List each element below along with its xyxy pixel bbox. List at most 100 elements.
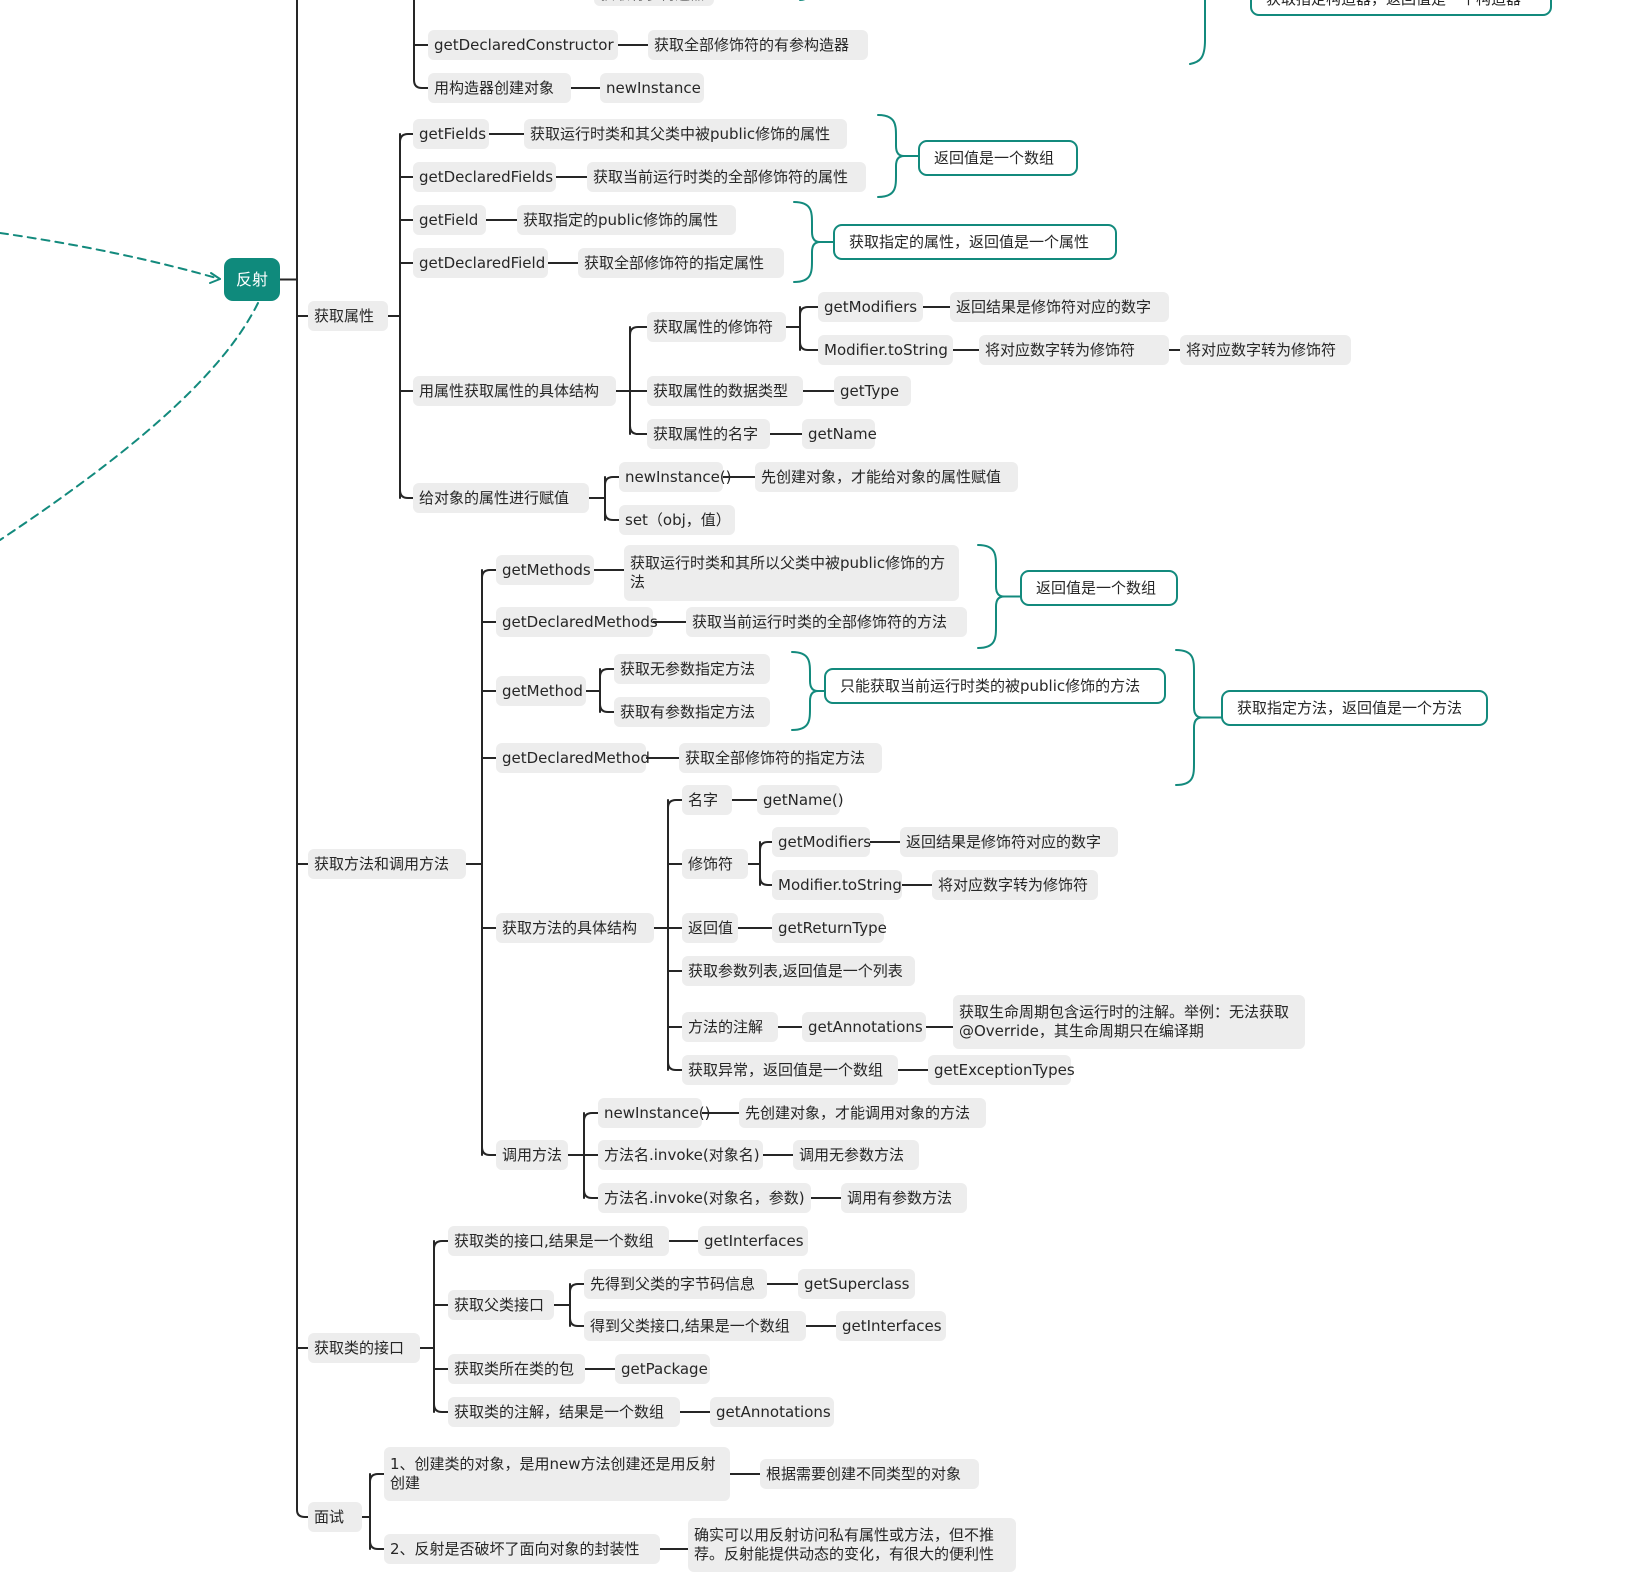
mindmap-node-n42[interactable]: 获取有参数指定方法 [614,697,770,727]
mindmap-node-n53[interactable]: 获取方法的具体结构 [496,913,654,943]
summary-get-method[interactable]: 获取指定方法，返回值是一个方法 [1221,690,1488,726]
mindmap-node-n32[interactable]: set（obj，值） [619,505,735,535]
summary-get-constructor[interactable]: 获取指定构造器，返回值是一个构造器 [1250,0,1552,16]
connector-line [604,476,620,486]
mindmap-node-n54[interactable]: 返回值 [682,913,738,943]
summary-public-method-only[interactable]: 只能获取当前运行时类的被public修饰的方法 [824,668,1166,704]
mindmap-node-n33[interactable]: getMethods [496,555,594,585]
mindmap-node-n11[interactable]: 获取当前运行时类的全部修饰符的属性 [587,162,866,192]
mindmap-node-n3[interactable]: getDeclaredConstructor [428,30,618,60]
mindmap-node-n50[interactable]: Modifier.toString [772,870,902,900]
mindmap-node-n34[interactable]: 获取运行时类和其所以父类中被public修饰的方法 [624,545,959,601]
branch-get-interfaces[interactable]: 获取类的接口 [308,1333,420,1363]
mindmap-node-n60[interactable]: 获取异常，返回值是一个数组 [682,1055,898,1085]
mindmap-node-n44[interactable]: 获取全部修饰符的指定方法 [679,743,882,773]
summary-brace [793,201,821,283]
mindmap-node-n49[interactable]: 修饰符 [682,849,748,879]
mindmap-node-n78[interactable]: getPackage [615,1354,710,1384]
mindmap-node-n64[interactable]: 调用方法 [496,1140,568,1170]
connector-line [433,1403,449,1413]
mindmap-node-n67[interactable]: 方法名.invoke(对象名，参数) [598,1183,811,1213]
mindmap-node-n46[interactable]: getName() [757,785,844,815]
mindmap-node-n75[interactable]: 得到父类接口,结果是一个数组 [584,1311,806,1341]
mindmap-node-n61[interactable]: getExceptionTypes [928,1055,1075,1085]
connector-line [296,0,309,1518]
branch-get-methods[interactable]: 获取方法和调用方法 [308,849,466,879]
mindmap-node-n59[interactable]: getAnnotations [802,1012,926,1042]
mindmap-node-n45[interactable]: 名字 [682,785,732,815]
arrow-head [209,272,221,284]
branch-get-fields[interactable]: 获取属性 [308,301,388,331]
mindmap-node-n23[interactable]: 将对应数字转为修饰符 [1180,335,1351,365]
mindmap-node-n37[interactable]: 获取当前运行时类的全部修饰符的方法 [686,607,967,637]
mindmap-node-n43[interactable]: getDeclaredMethod [496,743,650,773]
mindmap-node-n48[interactable]: 返回结果是修饰符对应的数字 [900,827,1118,857]
mindmap-node-n18[interactable]: 获取属性的修饰符 [647,312,786,342]
mindmap-node-n20[interactable]: 返回结果是修饰符对应的数字 [950,292,1169,322]
mindmap-node-n76[interactable]: getInterfaces [836,1311,946,1341]
mindmap-node-n85[interactable]: 确实可以用反射访问私有属性或方法，但不推荐。反射能提供动态的变化，有很大的便利性 [688,1518,1016,1572]
mindmap-node-n31[interactable]: 给对象的属性进行赋值 [413,483,589,513]
mindmap-node-n6[interactable]: newInstance [600,73,704,103]
mindmap-node-n62[interactable]: newInstance() [598,1098,711,1128]
connector-line [759,876,773,886]
mindmap-node-n29[interactable]: newInstance() [619,462,732,492]
mindmap-node-n65[interactable]: 方法名.invoke(对象名) [598,1140,763,1170]
mindmap-node-n36[interactable]: getDeclaredMethods [496,607,658,637]
mindmap-node-n8[interactable]: 获取运行时类和其父类中被public修饰的属性 [524,119,847,149]
mindmap-node-n28[interactable]: getName [802,419,877,449]
mindmap-node-n47[interactable]: getModifiers [772,827,871,857]
mindmap-node-n56[interactable]: 获取参数列表,返回值是一个列表 [682,956,915,986]
mindmap-node-n21[interactable]: Modifier.toString [818,335,953,365]
summary-fields-array[interactable]: 返回值是一个数组 [918,140,1078,176]
mindmap-node-n69[interactable]: 获取类的接口,结果是一个数组 [448,1226,669,1256]
summary-get-field[interactable]: 获取指定的属性，返回值是一个属性 [833,224,1117,260]
connector-line [399,133,414,143]
mindmap-node-n30[interactable]: 先创建对象，才能给对象的属性赋值 [755,462,1018,492]
mindmap-node-n77[interactable]: 获取类所在类的包 [448,1354,585,1384]
mindmap-node-n16[interactable]: 获取全部修饰符的指定属性 [578,248,784,278]
mindmap-node-n55[interactable]: getReturnType [772,913,887,943]
mindmap-node-n25[interactable]: 获取属性的数据类型 [647,376,803,406]
mindmap-node-n13[interactable]: 获取指定的public修饰的属性 [517,205,736,235]
mindmap-node-n81[interactable]: 1、创建类的对象，是用new方法创建还是用反射创建 [384,1447,730,1501]
mindmap-node-n84[interactable]: 2、反射是否破坏了面向对象的封装性 [384,1534,660,1564]
mindmap-node-n10[interactable]: getDeclaredFields [413,162,556,192]
mindmap-node-n70[interactable]: getInterfaces [698,1226,808,1256]
mindmap-node-n1[interactable]: 获取有参构造器 [594,0,714,6]
mindmap-node-n58[interactable]: 方法的注解 [682,1012,778,1042]
mindmap-node-n22[interactable]: 将对应数字转为修饰符 [979,335,1169,365]
mindmap-node-n80[interactable]: getAnnotations [710,1397,834,1427]
root-node-reflection[interactable]: 反射 [224,258,280,301]
mindmap-node-n51[interactable]: 将对应数字转为修饰符 [932,870,1098,900]
mindmap-node-n68[interactable]: 调用有参数方法 [841,1183,967,1213]
mindmap-node-n57[interactable]: 获取生命周期包含运行时的注解。举例：无法获取@Override，其生命周期只在编… [953,995,1305,1049]
mindmap-node-n4[interactable]: 获取全部修饰符的有参构造器 [648,30,868,60]
mindmap-node-n7[interactable]: getFields [413,119,489,149]
mindmap-node-n82[interactable]: 根据需要创建不同类型的对象 [760,1459,979,1489]
mindmap-node-n15[interactable]: getDeclaredField [413,248,548,278]
mindmap-node-n38[interactable]: 获取无参数指定方法 [614,654,770,684]
connector-line [799,341,819,351]
connector-line [667,1061,683,1071]
mindmap-node-n12[interactable]: getField [413,205,486,235]
mindmap-node-n63[interactable]: 先创建对象，才能调用对象的方法 [739,1098,986,1128]
summary-methods-array[interactable]: 返回值是一个数组 [1020,570,1178,606]
mindmap-node-n71[interactable]: 先得到父类的字节码信息 [584,1269,767,1299]
mindmap-node-n5[interactable]: 用构造器创建对象 [428,73,571,103]
connector-line [583,1112,599,1122]
summary-brace [1189,0,1206,65]
mindmap-node-n39[interactable]: getMethod [496,676,586,706]
mindmap-node-n26[interactable]: getType [834,376,911,406]
mindmap-node-n19[interactable]: getModifiers [818,292,923,322]
mindmap-node-n72[interactable]: getSuperclass [798,1269,915,1299]
mindmap-node-n73[interactable]: 获取父类接口 [448,1290,554,1320]
mindmap-node-n27[interactable]: 获取属性的名字 [647,419,770,449]
mindmap-node-n79[interactable]: 获取类的注解，结果是一个数组 [448,1397,680,1427]
mindmap-node-n66[interactable]: 调用无参数方法 [793,1140,919,1170]
connector-line [399,489,414,499]
branch-interview[interactable]: 面试 [308,1502,362,1532]
mindmap-node-n24[interactable]: 用属性获取属性的具体结构 [413,376,616,406]
connector-line [433,1240,449,1250]
